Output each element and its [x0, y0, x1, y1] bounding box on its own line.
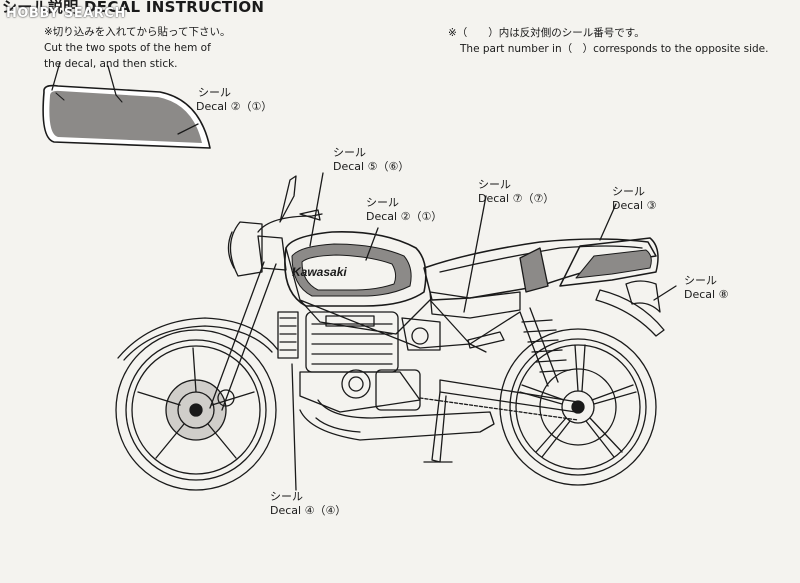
tail-light — [625, 280, 661, 313]
callout-decal-3: シール Decal ③ — [612, 185, 656, 213]
footpeg — [467, 331, 505, 349]
callout-en: Decal ⑤（⑥） — [333, 160, 410, 173]
headlight — [229, 221, 263, 277]
oil-cooler — [277, 311, 299, 359]
cut-note-jp: ※切り込みを入れてから貼って下さい。 — [44, 26, 231, 38]
cut-note-en-1: Cut the two spots of the hem of — [44, 42, 211, 54]
callout-jp: シール — [366, 196, 399, 209]
rear-wheel — [499, 328, 657, 486]
watermark-logo: HOBBY SEARCH — [6, 6, 126, 21]
opposite-note-en: The part number in（ ）corresponds to the … — [460, 43, 769, 55]
callout-en: Decal ③ — [612, 199, 657, 212]
cut-note-en-2: the decal, and then stick. — [44, 58, 178, 70]
side-cover — [429, 291, 521, 319]
callout-en: Decal ②（①） — [366, 210, 443, 223]
callout-jp: シール — [333, 146, 366, 159]
callout-jp: シール — [198, 86, 231, 99]
callout-en: Decal ②（①） — [196, 100, 273, 113]
swingarm — [439, 379, 579, 413]
callout-jp: シール — [684, 274, 717, 287]
callout-decal-5: シール Decal ⑤（⑥） — [333, 146, 409, 174]
callout-en: Decal ④（④） — [270, 504, 347, 517]
callout-jp: シール — [612, 185, 645, 198]
fuel-tank — [284, 231, 427, 307]
exhaust-pipe — [299, 399, 495, 441]
front-fender — [117, 317, 279, 359]
seat — [423, 238, 657, 301]
mirror — [279, 175, 297, 223]
front-fork — [209, 261, 277, 411]
tank-brand: Kawasaki — [292, 265, 347, 279]
opposite-note-jp: ※（ ）内は反対側のシール番号です。 — [448, 27, 645, 39]
page-title: シール説明 DECAL INSTRUCTION — [2, 0, 265, 16]
callout-jp: シール — [270, 490, 303, 503]
callout-decal-4: シール Decal ④（④） — [270, 490, 346, 518]
callout-decal-2-sample: シール Decal ②（①） — [196, 86, 272, 114]
callout-decal-8: シール Decal ⑧ — [684, 274, 728, 302]
callout-en: Decal ⑧ — [684, 288, 729, 301]
rear-shock — [519, 307, 559, 387]
tail-cowl — [559, 237, 659, 287]
decal-sample — [42, 61, 211, 149]
callout-en: Decal ⑦（⑦） — [478, 192, 555, 205]
engine — [299, 311, 441, 413]
kickstand — [431, 391, 447, 463]
callout-jp: シール — [478, 178, 511, 191]
callout-decal-2-tank: シール Decal ②（①） — [366, 196, 442, 224]
callout-decal-7: シール Decal ⑦（⑦） — [478, 178, 554, 206]
front-wheel — [115, 329, 277, 491]
